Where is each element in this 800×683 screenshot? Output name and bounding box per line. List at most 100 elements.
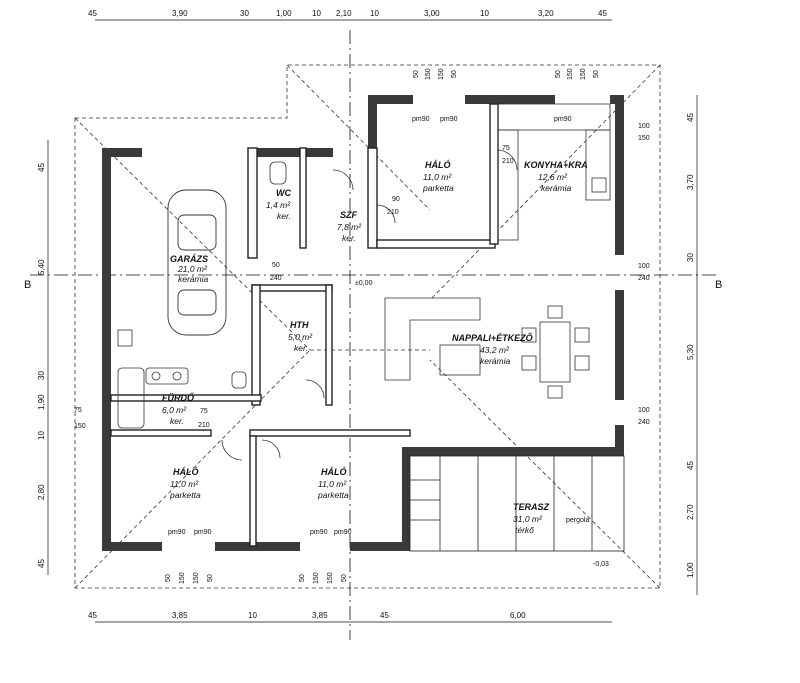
dining-table <box>521 305 590 399</box>
dim-label: 10 <box>37 431 46 440</box>
room-floor-garage: kerámia <box>178 274 209 284</box>
dim-label: 3,90 <box>172 9 188 18</box>
room-area-terrace: 31,0 m² <box>513 514 543 524</box>
window-mark: pm90 <box>310 529 328 536</box>
room-area-hall: 7,8 m² <box>337 222 362 232</box>
dim-label: 1,90 <box>37 394 46 410</box>
dim-label: 45 <box>88 9 97 18</box>
dim-label: 6,00 <box>510 611 526 620</box>
opening-label: 150 <box>638 135 650 142</box>
opening-label: 100 <box>638 263 650 270</box>
window-dims-top: 50 150 150 50 50 150 150 50 <box>413 68 600 80</box>
dim-label: 1,00 <box>276 9 292 18</box>
dim-label: 10 <box>480 9 489 18</box>
room-area-garage: 21,0 m² <box>177 264 208 274</box>
window-mark: pm90 <box>334 529 352 536</box>
dim-label: 10 <box>312 9 321 18</box>
dim-label: 50 <box>341 574 348 582</box>
room-name-bedroom-2: HÁLÓ <box>173 466 199 477</box>
dim-label: 150 <box>438 68 445 80</box>
bottom-dimensions: 45 3,85 10 3,85 45 6,00 <box>88 611 612 623</box>
opening-label: 150 <box>74 423 86 430</box>
opening-label: 100 <box>638 407 650 414</box>
room-name-utility: HTH <box>290 320 309 330</box>
dim-label: 150 <box>425 68 432 80</box>
room-floor-kitchen: kerámia <box>541 183 572 193</box>
dim-label: 45 <box>37 163 46 172</box>
dim-label: 3,00 <box>424 9 440 18</box>
room-area-bedroom-2: 11,0 m² <box>170 479 199 489</box>
right-dimensions: 45 3,70 30 5,30 45 2,70 1,00 <box>686 95 698 595</box>
opening-label: 210 <box>198 422 210 429</box>
dim-label: 30 <box>686 253 695 262</box>
section-line <box>30 30 720 640</box>
dim-label: 10 <box>370 9 379 18</box>
room-floor-bedroom-2: parketta <box>169 490 201 500</box>
interior-walls <box>110 103 499 547</box>
door-swings <box>221 149 518 461</box>
dim-label: 150 <box>313 572 320 584</box>
window-marks: pm90 pm90 pm90 pm90 pm90 pm90 pm90 <box>168 116 572 536</box>
dim-label: 5,40 <box>37 259 46 275</box>
terrace-level: -0,03 <box>593 561 609 568</box>
room-name-hall: SZF <box>340 210 358 220</box>
opening-label: 75 <box>502 145 510 152</box>
room-floor-bedroom-3: parketta <box>317 490 349 500</box>
terrace-paving <box>409 455 625 552</box>
room-floor-utility: ker. <box>294 343 308 353</box>
room-name-bathroom: FÜRDŐ <box>162 392 194 403</box>
dim-label: 30 <box>37 371 46 380</box>
opening-label: 210 <box>502 158 514 165</box>
dim-label: 2,80 <box>37 484 46 500</box>
opening-label: 90 <box>392 196 400 203</box>
room-name-garage: GARÁZS <box>170 254 208 264</box>
dim-label: 45 <box>686 461 695 470</box>
window-mark: pm90 <box>168 529 186 536</box>
dim-label: 3,20 <box>538 9 554 18</box>
dim-label: 50 <box>555 70 562 78</box>
opening-label: 210 <box>387 209 399 216</box>
section-marker-right: B <box>715 279 722 291</box>
dim-label: 150 <box>179 572 186 584</box>
dim-label: 2,70 <box>686 504 695 520</box>
dim-label: 150 <box>567 68 574 80</box>
room-name-bedroom-3: HÁLÓ <box>321 466 347 477</box>
room-floor-bathroom: ker. <box>170 416 184 426</box>
exterior-walls <box>102 95 624 551</box>
dim-label: 50 <box>299 574 306 582</box>
dim-label: 50 <box>451 70 458 78</box>
room-area-bedroom-3: 11,0 m² <box>318 479 347 489</box>
left-dimensions: 45 5,40 30 1,90 10 2,80 45 <box>37 140 49 575</box>
opening-notes: 75 210 90 210 50 240 100 150 100 240 100… <box>74 123 650 430</box>
opening-label: 50 <box>272 262 280 269</box>
sofa <box>384 297 481 381</box>
top-dimensions: 45 3,90 30 1,00 10 2,10 10 3,00 10 3,20 … <box>88 9 612 21</box>
dim-label: 5,30 <box>686 344 695 360</box>
opening-label: 240 <box>638 419 650 426</box>
room-name-living: NAPPALI+ÉTKEZŐ <box>452 332 533 343</box>
window-mark: pm90 <box>194 529 212 536</box>
roof-outline <box>74 64 661 589</box>
dim-label: 45 <box>598 9 607 18</box>
dim-label: 45 <box>686 113 695 122</box>
section-marker-left: B <box>24 279 31 291</box>
opening-label: 75 <box>74 407 82 414</box>
dim-label: 50 <box>207 574 214 582</box>
dim-label: 50 <box>165 574 172 582</box>
dim-label: 150 <box>580 68 587 80</box>
opening-label: 240 <box>270 275 282 282</box>
room-floor-living: kerámia <box>480 356 511 366</box>
dim-label: 45 <box>37 559 46 568</box>
dim-label: 10 <box>248 611 257 620</box>
level-label: ±0,00 <box>355 280 373 287</box>
room-name-wc: WC <box>276 188 291 198</box>
dim-label: 45 <box>380 611 389 620</box>
room-name-bedroom-1: HÁLÓ <box>425 159 451 170</box>
dim-label: 3,85 <box>172 611 188 620</box>
dim-label: 3,70 <box>686 174 695 190</box>
room-area-living: 43,2 m² <box>480 345 510 355</box>
room-area-kitchen: 12,6 m² <box>538 172 568 182</box>
dim-label: 150 <box>327 572 334 584</box>
bathroom-fixtures <box>117 161 287 429</box>
